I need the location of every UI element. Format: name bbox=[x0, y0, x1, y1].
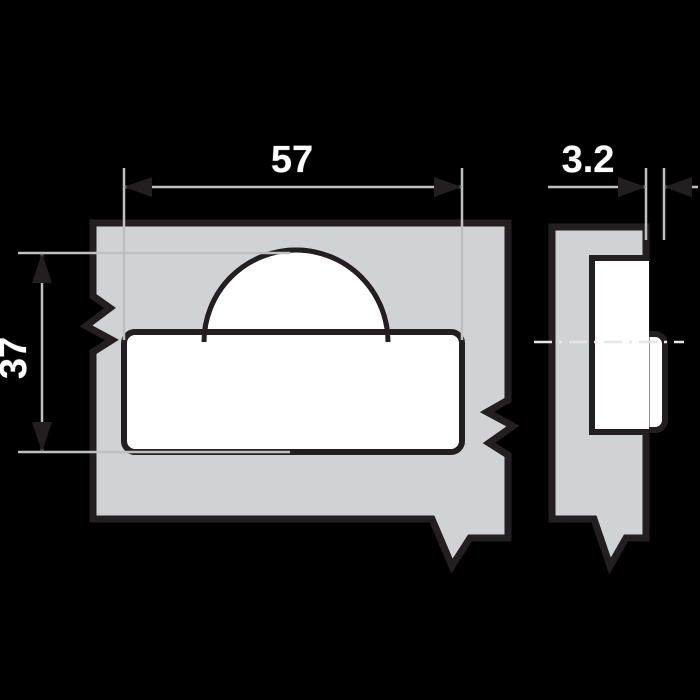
front-view-slot-recess bbox=[121, 329, 465, 455]
dimension-width-57: 57 bbox=[122, 138, 464, 340]
side-view bbox=[534, 223, 684, 575]
arrowhead-inner-left-32 bbox=[618, 177, 646, 197]
dimension-thickness-32: 3.2 bbox=[548, 138, 698, 240]
front-view-bore-top-arc bbox=[201, 247, 391, 343]
dimension-height-37: 37 bbox=[0, 251, 290, 454]
dimension-label-57: 57 bbox=[271, 139, 313, 181]
arrowhead-bottom-37 bbox=[32, 422, 52, 452]
dimension-label-32: 3.2 bbox=[562, 139, 615, 181]
arrowhead-top-37 bbox=[32, 253, 52, 283]
arrowhead-left-57 bbox=[124, 177, 152, 197]
front-view bbox=[79, 219, 520, 574]
arrowhead-inner-right-32 bbox=[664, 177, 692, 197]
dimension-label-37: 37 bbox=[0, 337, 35, 379]
side-view-cavity bbox=[589, 255, 649, 435]
arrowhead-right-57 bbox=[434, 177, 462, 197]
